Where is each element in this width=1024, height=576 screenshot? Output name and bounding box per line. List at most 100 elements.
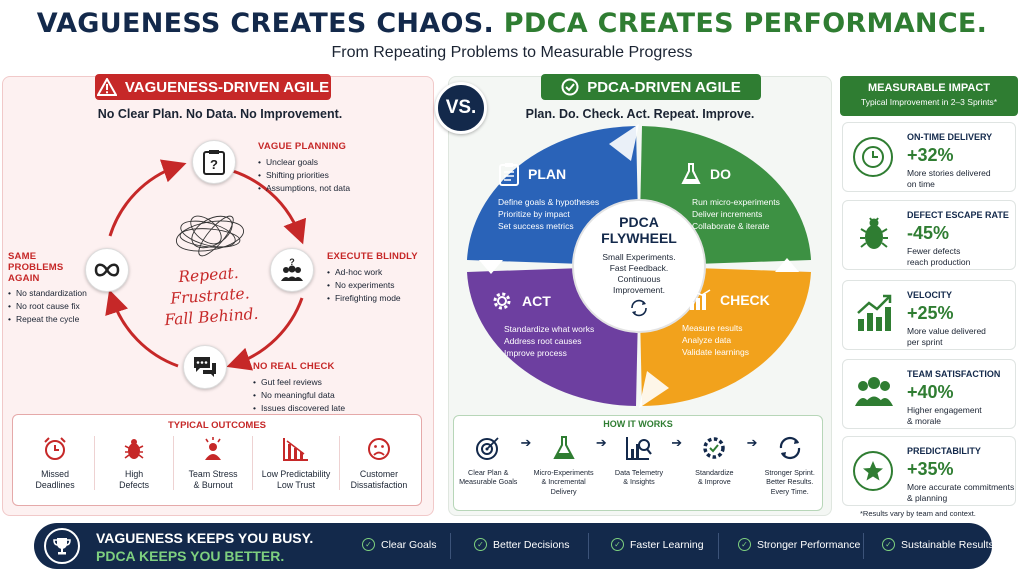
bug-icon	[860, 217, 888, 249]
sad-face-icon	[367, 438, 390, 460]
stage-item: Unclear goals	[258, 156, 350, 169]
trophy-icon	[53, 538, 71, 555]
bug-icon	[124, 439, 144, 459]
same-problems-stage: SAME PROBLEMS AGAIN No standardization N…	[8, 251, 87, 326]
arrow-right-icon: ➔	[746, 435, 758, 450]
check-icon: ✓	[738, 538, 751, 551]
how-steps-row: Clear Plan & Measurable Goals ➔ Micro-Ex…	[456, 435, 822, 496]
how-label: Micro-Experiments & Incremental Delivery	[533, 467, 594, 496]
metric-desc: More value delivered per sprint	[907, 326, 986, 347]
metric-desc: More accurate commitments & planning	[907, 482, 1015, 503]
page-subtitle: From Repeating Problems to Measurable Pr…	[331, 44, 693, 61]
metric-desc: More stories delivered on time	[907, 168, 991, 189]
phase-item: Standardize what works	[504, 324, 595, 334]
flywheel-title: PDCA FLYWHEEL	[601, 214, 677, 246]
do-phase: DO Run micro-experiments Deliver increme…	[680, 162, 780, 232]
stage-item: Assumptions, not data	[258, 182, 350, 195]
metric-icon-wrap	[855, 293, 893, 338]
how-label: Stronger Sprint. Better Results. Every T…	[764, 467, 815, 496]
plan-phase: PLAN Define goals & hypotheses Prioritiz…	[498, 162, 599, 232]
stage-title: EXECUTE BLINDLY	[327, 251, 418, 262]
chart-magnifier-icon	[625, 437, 652, 460]
benefit-better-decisions: ✓ Better Decisions	[474, 538, 569, 551]
svg-text:?: ?	[210, 157, 218, 172]
how-step-experiments: Micro-Experiments & Incremental Delivery	[531, 435, 595, 496]
pdca-banner: PDCA-DRIVEN AGILE	[541, 74, 761, 100]
outcomes-title: TYPICAL OUTCOMES	[168, 420, 266, 431]
vs-badge: VS.	[435, 82, 487, 134]
metric-title: DEFECT ESCAPE RATE	[907, 210, 1009, 220]
metric-value: +25%	[907, 303, 954, 323]
check-icon: ✓	[611, 538, 624, 551]
growth-chart-icon	[857, 294, 892, 331]
phase-title: PLAN	[528, 166, 567, 182]
clipboard-list-icon	[499, 163, 519, 186]
outcome-label: Missed Deadlines	[35, 469, 75, 490]
arrow-right-icon: ➔	[595, 435, 607, 450]
benefit-sustainable-results: ✓Sustainable Results	[882, 538, 994, 551]
clock-icon	[862, 146, 884, 168]
title-part-1: VAGUENESS CREATES CHAOS.	[36, 8, 495, 39]
execute-blindly-node: ?	[270, 248, 314, 292]
outcome-label: Team Stress & Burnout	[188, 469, 238, 490]
declining-chart-icon	[283, 438, 309, 461]
flask-icon	[552, 436, 575, 459]
check-icon: ✓	[474, 538, 487, 551]
benefit-label: Better Decisions	[493, 538, 570, 551]
divider	[173, 436, 175, 490]
stage-item: No experiments	[327, 279, 418, 292]
stage-item: Issues discovered late	[253, 402, 345, 415]
team-icon	[855, 377, 893, 406]
phase-item: Deliver increments	[692, 209, 763, 219]
stage-item: No root cause fix	[8, 300, 98, 313]
stressed-person-icon	[205, 437, 222, 460]
pdca-banner-label: PDCA-DRIVEN AGILE	[587, 78, 741, 96]
check-phase: CHECK Measure results Analyze data Valid…	[682, 289, 770, 358]
metric-icon-wrap	[853, 137, 893, 177]
vagueness-banner: VAGUENESS-DRIVEN AGILE	[95, 74, 331, 100]
benefit-label: Sustainable Results	[901, 538, 994, 551]
divider	[450, 533, 451, 559]
bar-chart-icon	[689, 289, 711, 310]
impact-header: MEASURABLE IMPACT Typical Improvement in…	[840, 76, 1018, 116]
metric-value: +35%	[907, 459, 954, 479]
pdca-flywheel	[467, 124, 811, 408]
outcomes-row: Missed Deadlines High Defects Team Stres…	[16, 436, 418, 491]
metric-value: -45%	[907, 223, 950, 243]
outcome-label: Customer Dissatisfaction	[350, 469, 408, 490]
phase-item: Measure results	[682, 323, 743, 333]
benefit-stronger-performance: ✓Stronger Performance	[738, 538, 860, 551]
how-label: Clear Plan & Measurable Goals	[459, 467, 518, 487]
stage-item: Ad-hoc work	[327, 266, 418, 279]
team-question-icon: ?	[281, 258, 303, 281]
metric-title: PREDICTABILITY	[907, 446, 981, 456]
impact-subtitle: Typical Improvement in 2–3 Sprints*	[860, 97, 998, 107]
metric-icon-wrap	[857, 215, 891, 258]
footer-line-1: VAGUENESS KEEPS YOU BUSY.	[96, 530, 314, 546]
refresh-icon	[631, 299, 647, 317]
stage-item: No meaningful data	[253, 389, 345, 402]
phase-item: Prioritize by impact	[498, 209, 570, 219]
no-real-check-stage: NO REAL CHECK Gut feel reviews No meanin…	[253, 361, 345, 415]
metric-card-predictability: PREDICTABILITY +35% More accurate commit…	[842, 436, 1016, 506]
chaos-scribble-icon	[175, 215, 245, 257]
benefit-clear-goals: ✓Clear Goals	[362, 538, 436, 551]
flask-icon	[681, 163, 701, 184]
flywheel-center: PDCA FLYWHEEL Small Experiments. Fast Fe…	[573, 214, 705, 322]
pdca-tagline: Plan. Do. Check. Act. Repeat. Improve.	[525, 107, 755, 121]
outcome-customer-dissatisfaction: Customer Dissatisfaction	[340, 436, 418, 491]
metric-card-velocity: VELOCITY +25% More value delivered per s…	[842, 280, 1016, 350]
no-real-check-node	[183, 345, 227, 389]
metric-desc: Fewer defects reach production	[907, 246, 971, 267]
metric-title: ON-TIME DELIVERY	[907, 132, 993, 142]
gear-icon	[493, 292, 511, 310]
how-label: Data Telemetry & Insights	[614, 467, 664, 487]
alarm-clock-icon	[44, 437, 66, 460]
outcome-team-stress: Team Stress & Burnout	[174, 436, 252, 491]
trophy-icon-wrap	[44, 528, 80, 564]
phase-item: Collaborate & iterate	[692, 221, 770, 231]
metric-title: TEAM SATISFACTION	[907, 369, 1001, 379]
refresh-icon	[779, 436, 800, 460]
vague-planning-node: ?	[192, 140, 236, 184]
divider	[252, 436, 254, 490]
